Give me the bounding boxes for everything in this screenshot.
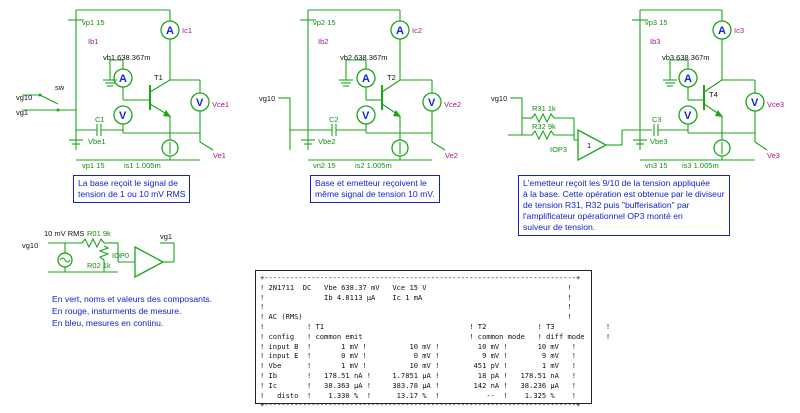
svg-text:A: A [119, 73, 127, 85]
opamp-iop3 [577, 128, 608, 162]
circuit-2: A A V V [278, 9, 446, 161]
c2-c-label: C2 [329, 115, 339, 124]
svg-text:V: V [119, 110, 127, 122]
c3-vg10-label: vg10 [491, 94, 507, 103]
c2-ic-label: Ic2 [412, 26, 422, 35]
gen-vg10-label: vg10 [22, 241, 38, 250]
results-table: +---------------------------------------… [255, 270, 610, 409]
c3-vp-label: vp3 15 [645, 18, 668, 27]
circuit1-note: La base reçoit le signal de tension de 1… [73, 175, 191, 203]
results-text: +---------------------------------------… [260, 273, 611, 410]
note-line: Base et emetteur reçoivent le [315, 178, 427, 188]
legend-line: En vert, noms et valeurs des composants. [52, 294, 213, 304]
c1-sw-label: sw [55, 83, 65, 92]
legend-line: En bleu, mesures en continu. [52, 318, 164, 328]
svg-text:A: A [718, 25, 726, 37]
svg-text:V: V [751, 97, 759, 109]
c3-vce-label: Vce3 [767, 100, 784, 109]
note-line: de tension R31, R32 puis "bufferisation"… [523, 200, 690, 210]
c2-ib-label: Ib2 [318, 37, 328, 46]
c3-op-label: IOP3 [550, 145, 567, 154]
note-line: suiveur de tension. [523, 222, 596, 232]
gen-rms-label: 10 mV RMS [44, 229, 84, 238]
color-legend: En vert, noms et valeurs des composants.… [52, 293, 212, 329]
c3-c-label: C3 [652, 115, 662, 124]
gen-r1-label: R01 9k [87, 229, 111, 238]
c2-vn-label: vn2 15 [313, 161, 336, 170]
c3-ib-label: Ib3 [650, 37, 660, 46]
c3-ic-label: Ic3 [734, 26, 744, 35]
c3-ve-label: Ve3 [767, 151, 780, 160]
c1-vg10-label: vg10 [16, 93, 32, 102]
c3-vbe-label: Vbe3 [650, 137, 668, 146]
c3-vn-label: vn3 15 [645, 161, 668, 170]
c1-is-label: is1 1.005m [124, 161, 161, 170]
c1-vce-label: Vce1 [212, 100, 229, 109]
svg-text:V: V [428, 97, 436, 109]
opamp-iop0 [134, 245, 165, 279]
c1-vg1-label: vg1 [16, 108, 28, 117]
circuit-1: A A V V [22, 9, 214, 161]
circuit-3: A A V V [508, 9, 768, 162]
circuit3-note: L'emetteur reçoit les 9/10 de la tension… [518, 175, 730, 236]
c2-t-label: T2 [387, 73, 396, 82]
c3-op-symbol: 1 [587, 141, 591, 150]
c1-vn-label: vp1 15 [82, 161, 105, 170]
c1-vb-label: vb1 638.367m [103, 53, 151, 62]
svg-text:V: V [362, 110, 370, 122]
legend-line: En rouge, insturments de mesure. [52, 306, 182, 316]
svg-text:A: A [362, 73, 370, 85]
gen-vg1-label: vg1 [160, 232, 172, 241]
svg-text:V: V [196, 97, 204, 109]
gen-r2-label: R02 1k [87, 261, 111, 270]
c1-c-label: C1 [95, 115, 105, 124]
c2-vb-label: vb2 638.367m [340, 53, 388, 62]
svg-text:A: A [396, 25, 404, 37]
signal-generator [48, 237, 175, 279]
circuit2-note: Base et emetteur reçoivent le même signa… [310, 175, 440, 203]
c1-ve-label: Ve1 [213, 151, 226, 160]
c2-ve-label: Ve2 [445, 151, 458, 160]
c1-ic-label: Ic1 [182, 26, 192, 35]
c2-is-label: is2 1.005m [355, 161, 392, 170]
gen-op-label: IOP0 [112, 251, 129, 260]
note-line: même signal de tension 10 mV. [315, 189, 435, 199]
c3-vb-label: vb3 638.367m [662, 53, 710, 62]
svg-text:A: A [684, 73, 692, 85]
note-line: tension de 1 ou 10 mV RMS [78, 189, 186, 199]
c2-vbe-label: Vbe2 [318, 137, 336, 146]
c2-vg10-label: vg10 [259, 94, 275, 103]
c3-r1-label: R31 1k [532, 104, 556, 113]
note-line: l'amplificateur opérationnel OP3 monté e… [523, 211, 683, 221]
c1-vp-label: vp1 15 [82, 18, 105, 27]
svg-text:A: A [166, 25, 174, 37]
c2-vp-label: vp2 15 [313, 18, 336, 27]
c3-r2-label: R32 9k [532, 122, 556, 131]
c1-t-label: T1 [154, 73, 163, 82]
note-line: L'emetteur reçoit les 9/10 de la tension… [523, 178, 711, 188]
c3-t-label: T4 [709, 90, 718, 99]
svg-text:V: V [684, 110, 692, 122]
note-line: La base reçoit le signal de [78, 178, 178, 188]
c2-vce-label: Vce2 [444, 100, 461, 109]
note-line: à la base. Cette opération est obtenue p… [523, 189, 725, 199]
c3-is-label: is3 1.005m [682, 161, 719, 170]
c1-vbe-label: Vbe1 [88, 137, 106, 146]
c1-ib-label: Ib1 [88, 37, 98, 46]
